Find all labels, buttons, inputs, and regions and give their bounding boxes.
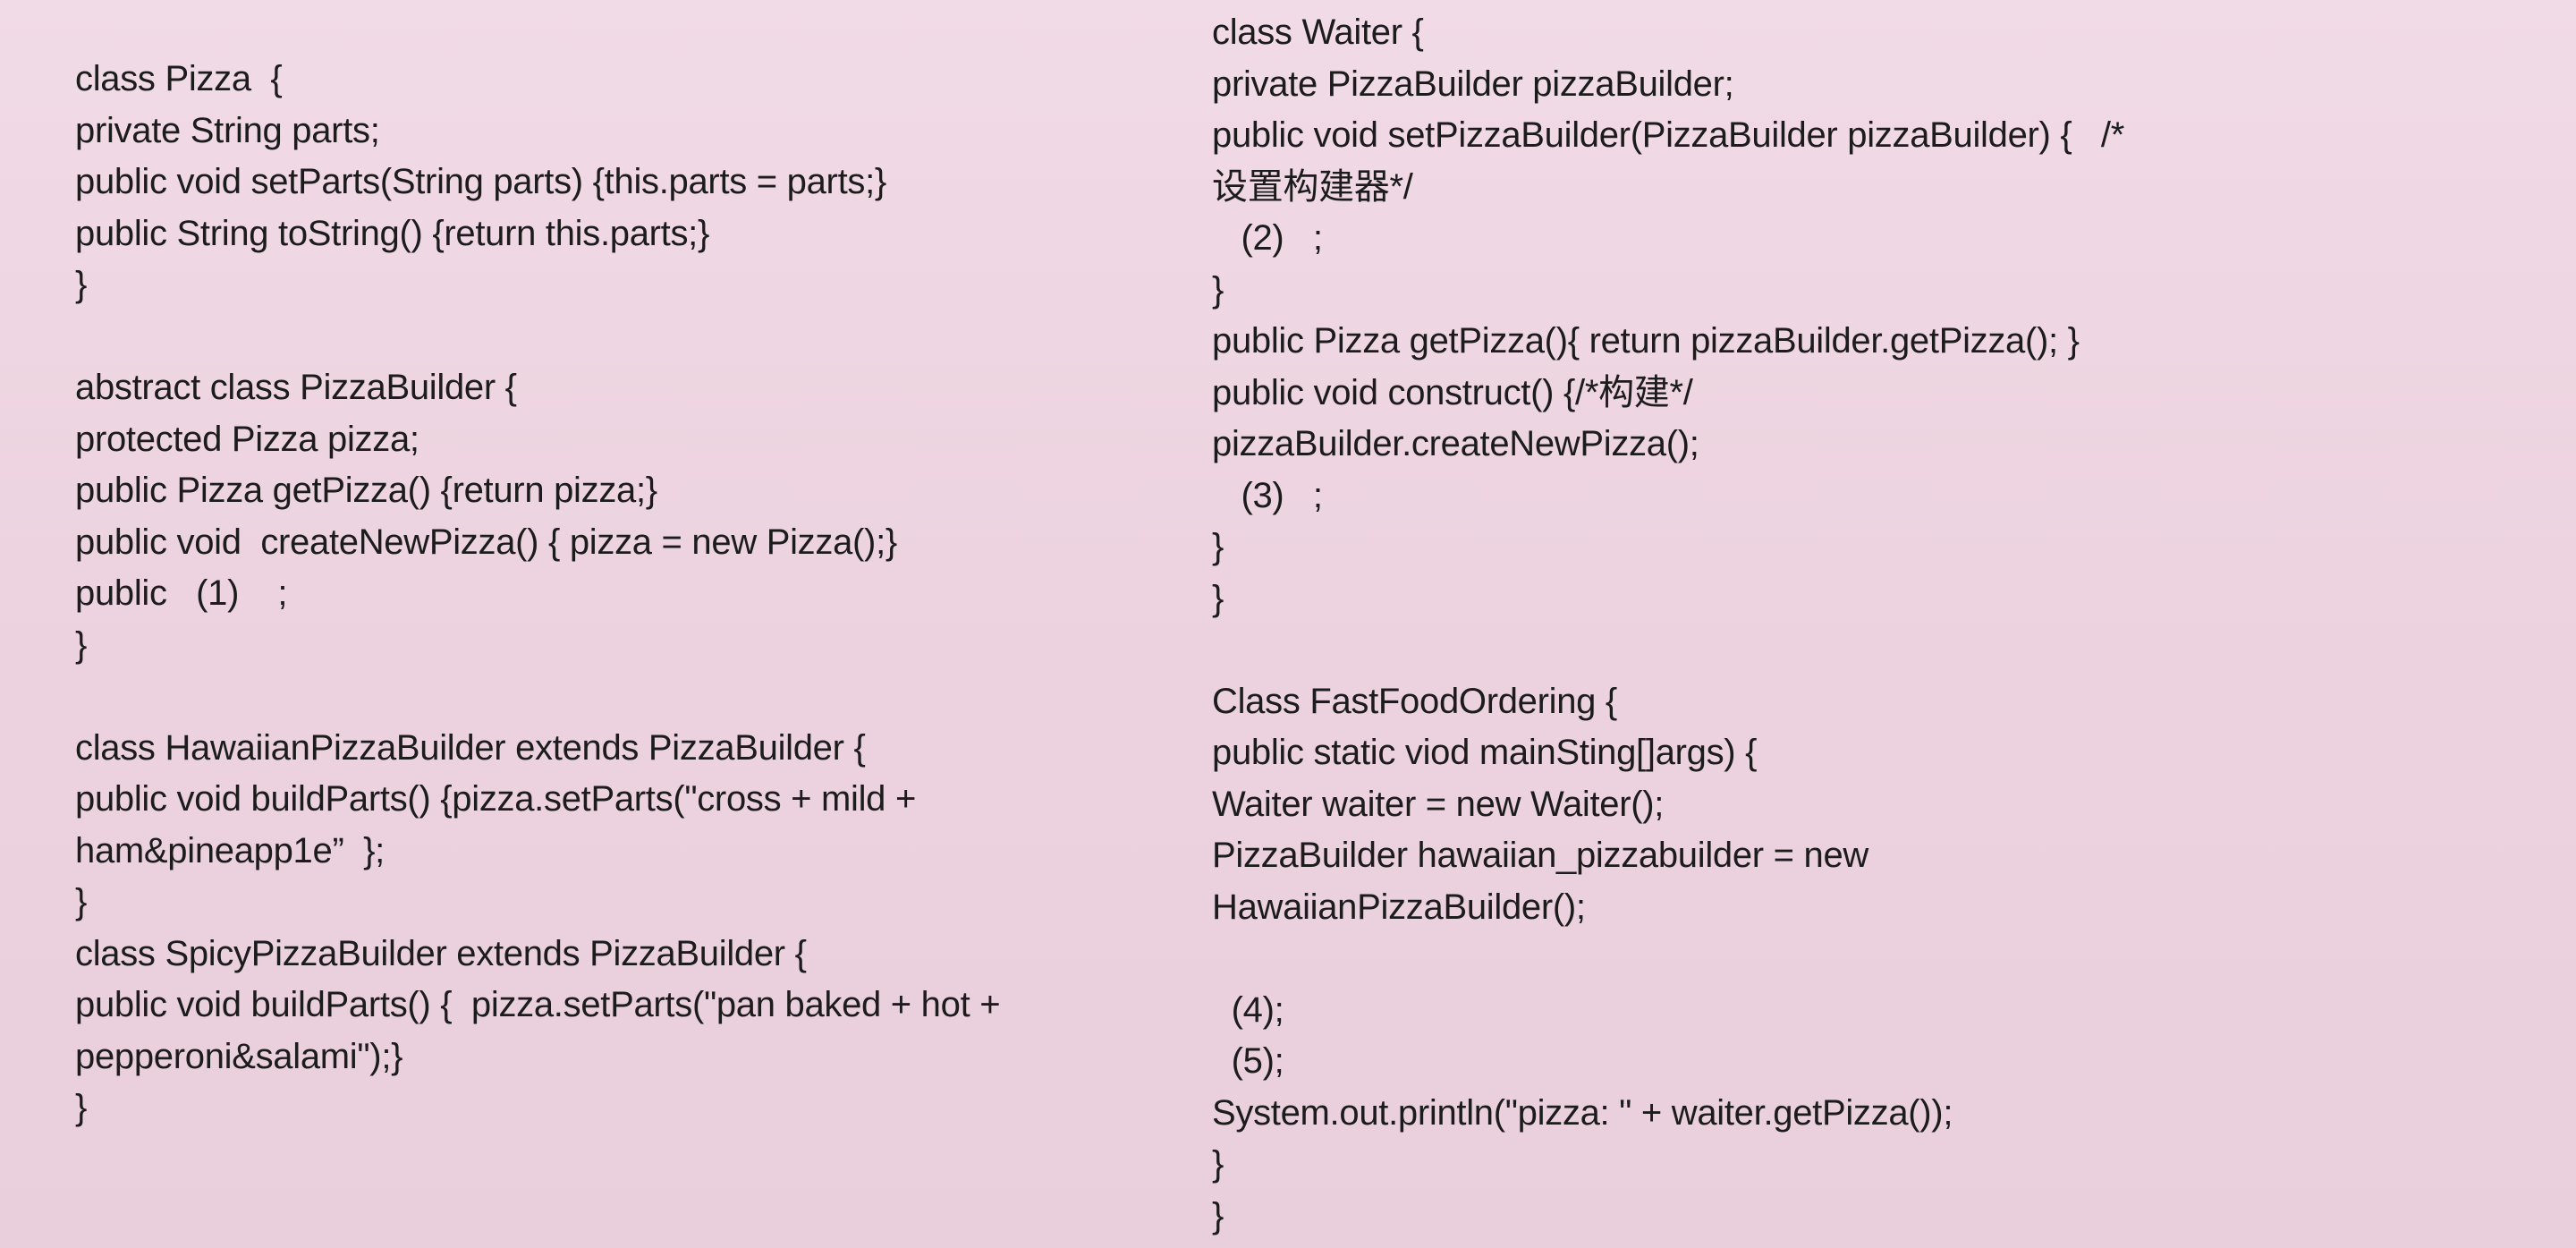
code-line: public void setParts(String parts) {this… [75,162,886,201]
code-line: class HawaiianPizzaBuilder extends Pizza… [75,727,866,768]
blank-line [75,311,1184,363]
code-line: pizzaBuilder.createNewPizza(); [1212,424,1699,463]
code-line: } [75,1088,88,1127]
code-line-blank-1: public (1) ; [75,573,288,613]
code-line: PizzaBuilder hawaiian_pizzabuilder = new [1212,836,1868,875]
pizza-builder-class-block: abstract class PizzaBuilder { protected … [75,362,1184,671]
code-column-left: class Pizza { private String parts; publ… [75,54,1184,1134]
code-line: public Pizza getPizza() {return pizza;} [75,471,657,510]
code-line: private String parts; [75,110,380,150]
code-line: public void construct() {/*构建*/ [1212,372,1693,412]
code-line: } [1212,578,1224,618]
code-line: System.out.println("pizza: " + waiter.ge… [1212,1092,1953,1133]
pizza-class-block: class Pizza { private String parts; publ… [75,54,1184,311]
code-line: class Waiter { [1212,13,1424,52]
code-line: } [1212,269,1224,310]
spicy-builder-class-block: class SpicyPizzaBuilder extends PizzaBui… [75,929,1184,1134]
code-line: class SpicyPizzaBuilder extends PizzaBui… [75,933,807,973]
code-line: } [75,265,88,304]
code-line: public void setPizzaBuilder(PizzaBuilder… [1212,115,2124,155]
code-line: } [1212,1195,1224,1235]
code-column-right: class Waiter { private PizzaBuilder pizz… [1212,7,2554,1242]
code-line: private PizzaBuilder pizzaBuilder; [1212,64,1734,104]
code-line-blank-5: (5); [1212,1041,1284,1081]
code-line: Class FastFoodOrdering { [1212,681,1617,721]
code-line: pepperoni&salami");} [75,1036,403,1076]
waiter-class-block: class Waiter { private PizzaBuilder pizz… [1212,7,2554,624]
code-line: 设置构建器*/ [1212,166,1413,207]
blank-line [1212,624,2554,676]
code-line: class Pizza { [75,59,283,98]
code-line-blank-3: (3) ; [1212,475,1323,515]
code-line: ham&pineapp1e” }; [75,830,385,870]
code-line: protected Pizza pizza; [75,419,419,459]
code-line: } [1212,527,1224,566]
blank-line [75,671,1184,723]
code-line: } [1212,1144,1224,1184]
code-line: abstract class PizzaBuilder { [75,368,517,407]
hawaiian-builder-class-block: class HawaiianPizzaBuilder extends Pizza… [75,723,1184,929]
code-line: public void buildParts() { pizza.setPart… [75,985,1001,1024]
code-line: public static viod mainSting[]args) { [1212,733,1758,772]
code-line: } [75,882,88,921]
code-line: public Pizza getPizza(){ return pizzaBui… [1212,321,2080,361]
code-line: public void createNewPizza() { pizza = n… [75,522,897,562]
fast-food-ordering-class-block: Class FastFoodOrdering { public static v… [1212,676,2554,1243]
code-line: public String toString() {return this.pa… [75,213,710,253]
code-line-blank-4: (4); [1212,989,1284,1030]
code-line: public void buildParts() {pizza.setParts… [75,779,916,819]
blank-line [1212,933,2554,985]
code-line: } [75,624,88,665]
code-line: HawaiianPizzaBuilder(); [1212,887,1586,927]
code-line: Waiter waiter = new Waiter(); [1212,784,1665,824]
code-line-blank-2: (2) ; [1212,218,1323,258]
